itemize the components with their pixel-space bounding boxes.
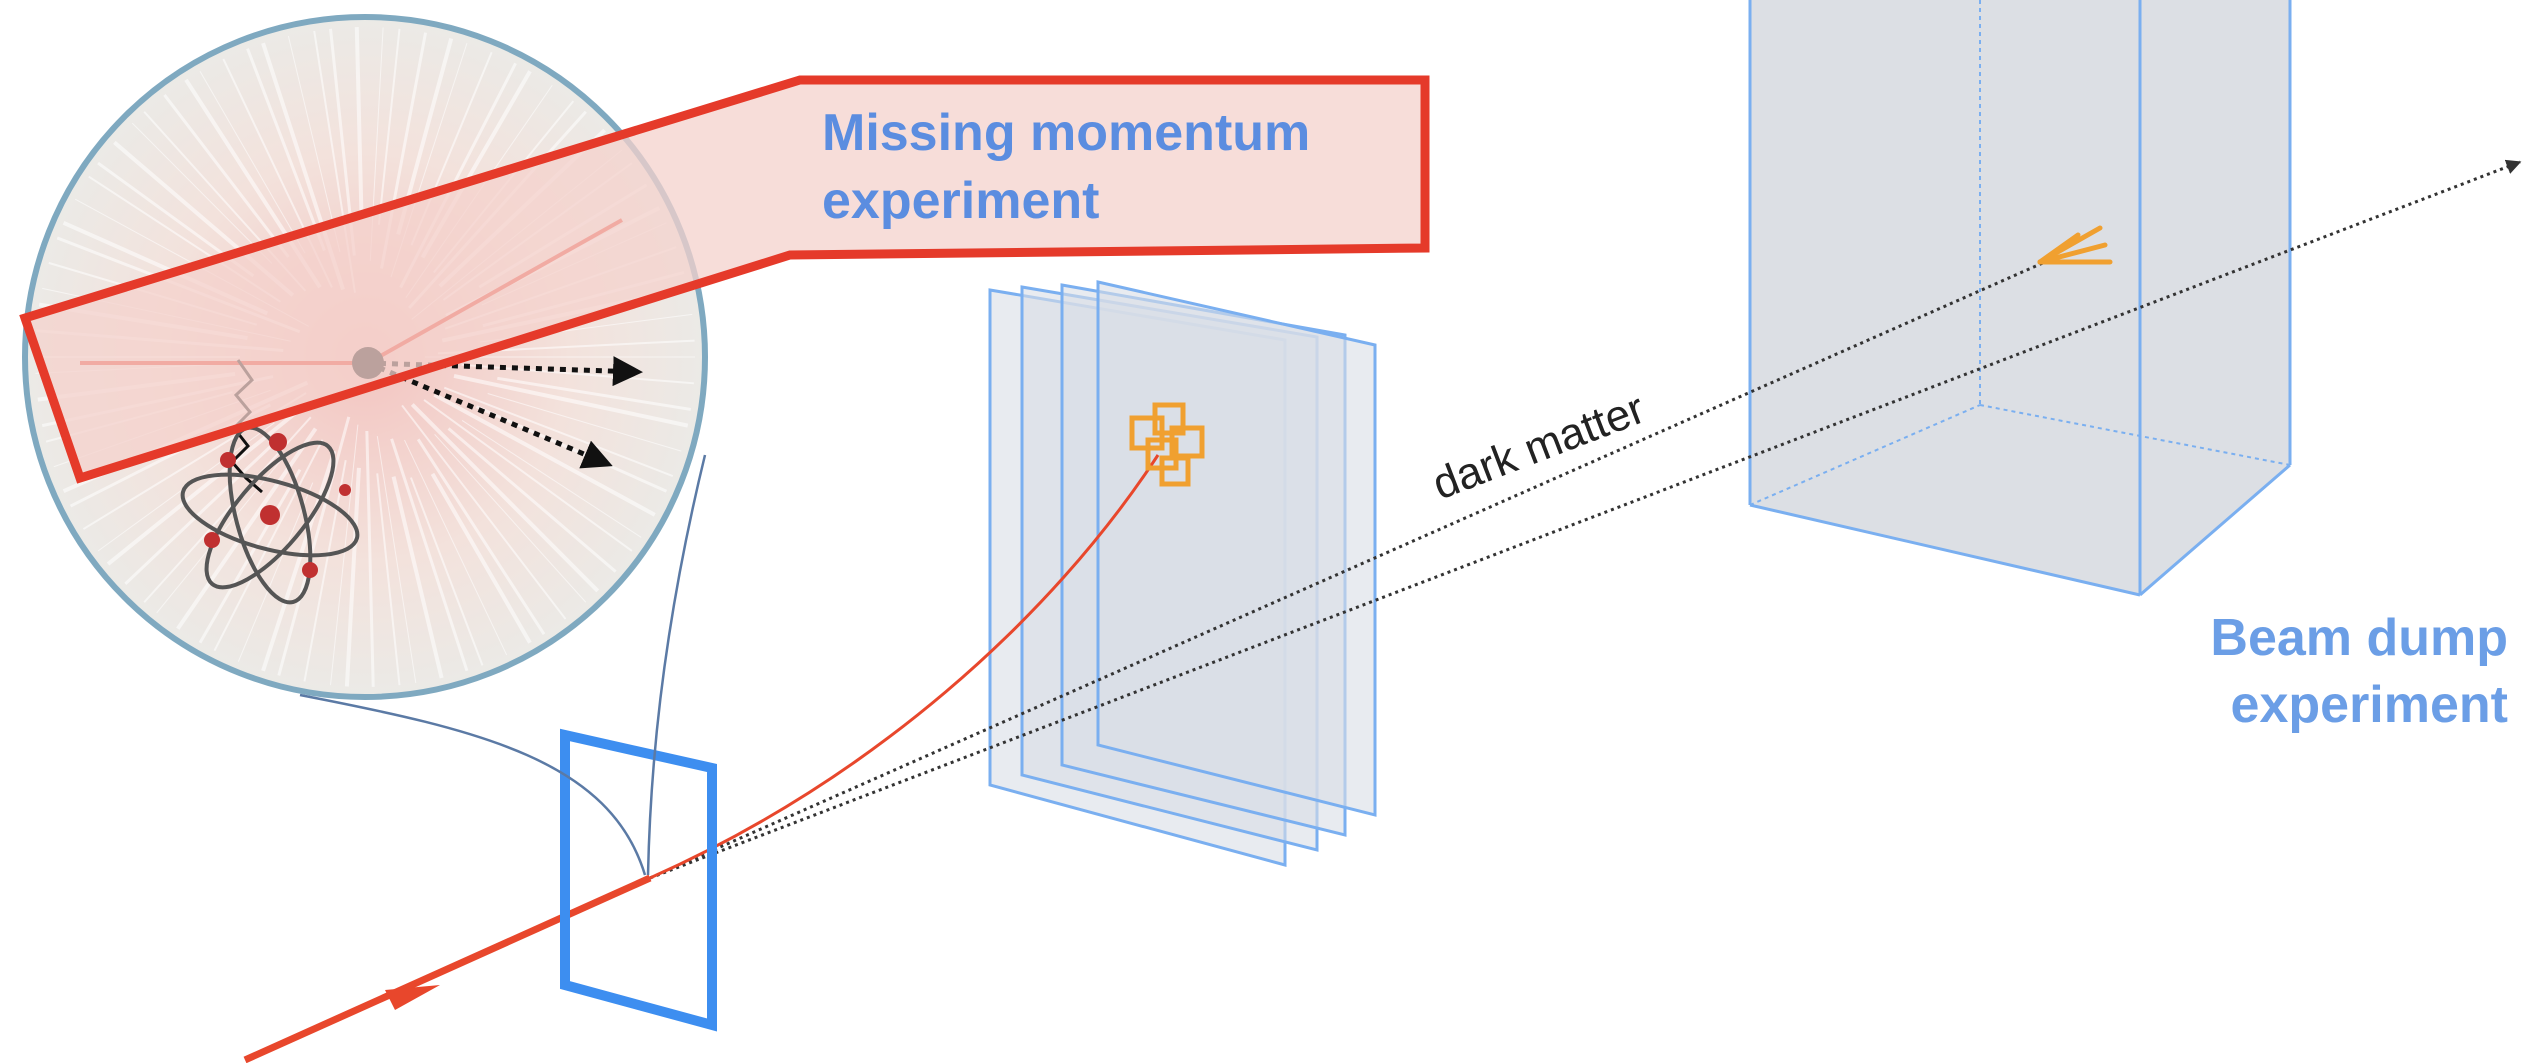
burst-ray (237, 482, 314, 662)
burst-ray (416, 438, 546, 636)
burst-ray (434, 433, 587, 603)
burst-ray (277, 416, 351, 676)
burst-ray (377, 28, 401, 225)
atom-icon (180, 425, 360, 605)
beam-dump-detector (1748, 0, 2292, 597)
dark-photon-zoom-2 (367, 360, 613, 469)
burst-ray (430, 472, 532, 644)
burst-ray (163, 94, 290, 258)
burst-ray (487, 393, 682, 452)
tracker-layers (988, 280, 1377, 867)
burst-ray (443, 386, 674, 477)
burst-ray (404, 439, 508, 656)
dark-matter-line-upper (649, 159, 2522, 880)
burst-ray (447, 427, 617, 573)
burst-ray (330, 424, 359, 686)
burst-ray (124, 437, 281, 585)
burst-ray (376, 473, 401, 686)
dark-matter-trajectories (649, 159, 2522, 880)
burst-ray (409, 477, 484, 666)
burst-ray (365, 430, 375, 687)
missing-momentum-callout: Missing momentum experiment (19, 75, 1430, 484)
missing-momentum-label-line2: experiment (822, 172, 1099, 230)
burst-ray (461, 420, 642, 538)
burst-ray (261, 450, 337, 672)
burst-ray (497, 376, 692, 411)
burst-ray (391, 476, 444, 679)
burst-ray (376, 435, 417, 684)
recoil-electron-track (649, 454, 1160, 880)
beam-dump-label-line1: Beam dump (2210, 609, 2508, 667)
burst-ray (433, 393, 656, 517)
burst-ray (176, 427, 318, 630)
dark-photon-zoom-1 (367, 356, 643, 387)
dark-matter-line-lower (649, 260, 2046, 880)
burst-ray (453, 373, 689, 428)
dark-matter-label: dark matter (1426, 384, 1651, 509)
calorimeter-shower (1129, 402, 1205, 487)
burst-ray (131, 122, 273, 264)
beam-dump-shower (2037, 225, 2113, 265)
burst-ray (344, 467, 361, 687)
tracker-layer-4 (1096, 280, 1377, 817)
target-frame (560, 728, 717, 1032)
beam-arrow-icon (385, 985, 440, 1010)
burst-ray (410, 403, 600, 593)
burst-ray (287, 35, 341, 253)
burst-ray (213, 439, 324, 652)
burst-ray (401, 404, 567, 620)
incoming-beam (243, 874, 652, 1063)
burst-ray (423, 399, 633, 552)
missing-momentum-label-line1: Missing momentum (822, 104, 1310, 162)
burst-ray (246, 48, 326, 252)
burst-ray (354, 27, 364, 219)
beam-line (243, 874, 652, 1063)
burst-ray (390, 438, 469, 672)
beam-dump-label-line2: experiment (2231, 676, 2508, 734)
burst-ray (303, 460, 347, 682)
burst-ray (199, 70, 306, 254)
zoom-connector (299, 454, 707, 876)
burst-ray (106, 402, 308, 566)
